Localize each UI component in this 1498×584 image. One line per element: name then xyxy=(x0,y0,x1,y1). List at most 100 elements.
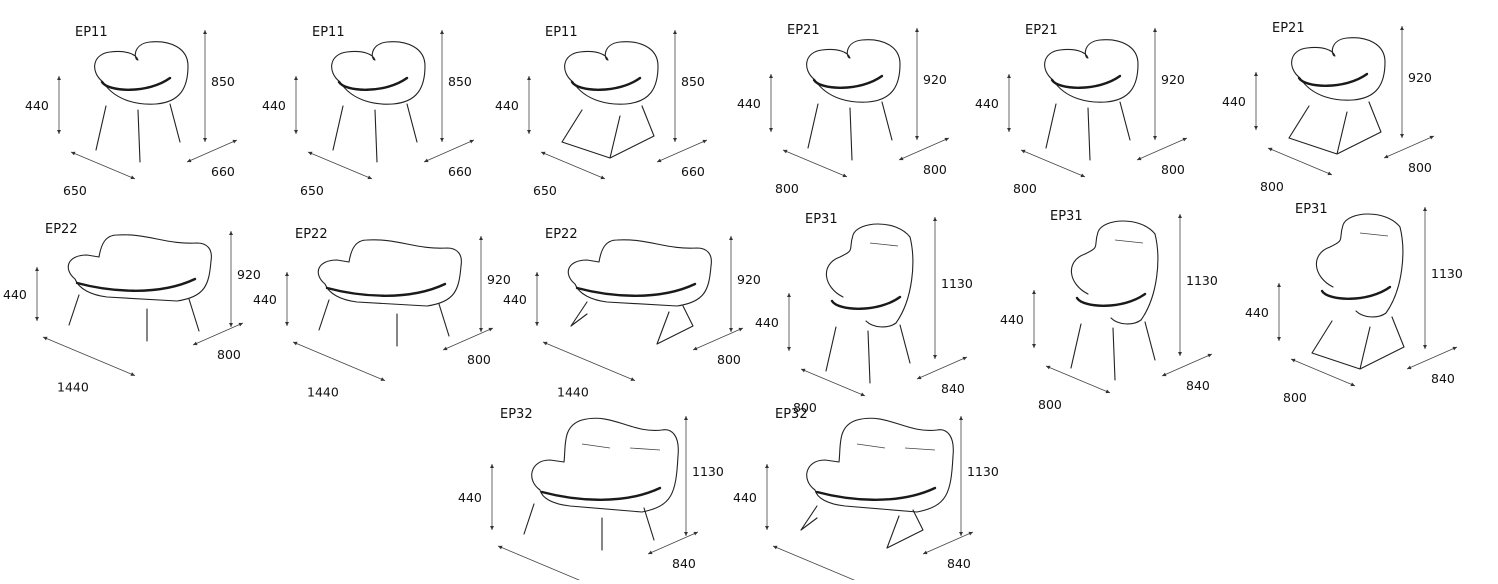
depth-arrow xyxy=(307,151,373,180)
width-arrow xyxy=(1161,353,1213,377)
seat-height-arrow xyxy=(769,74,773,132)
sled-base xyxy=(800,505,924,549)
depth-arrow xyxy=(800,368,866,397)
seat-height-arrow xyxy=(285,272,289,326)
width-arrow xyxy=(423,139,475,163)
seat-height-value: 440 xyxy=(253,292,277,307)
chair-shell xyxy=(564,41,659,105)
depth-arrow xyxy=(1267,147,1333,176)
overall-height-value: 850 xyxy=(448,74,472,89)
seat-cushion xyxy=(325,282,447,297)
depth-value: 800 xyxy=(1260,179,1284,194)
seat-height-value: 440 xyxy=(1222,94,1246,109)
depth-value: 650 xyxy=(63,183,87,198)
product-ep32-legs-12: EP3244011301440840 xyxy=(458,407,724,584)
depth-value: 650 xyxy=(300,183,324,198)
model-label: EP11 xyxy=(312,25,345,40)
leg-base xyxy=(1045,101,1131,161)
width-arrow xyxy=(916,356,968,380)
seat-cushion xyxy=(1320,285,1392,300)
chair-shell xyxy=(1044,39,1139,103)
overall-height-arrow xyxy=(729,236,733,332)
width-value: 800 xyxy=(467,352,491,367)
seat-height-arrow xyxy=(1007,74,1011,132)
width-arrow xyxy=(656,139,708,163)
depth-arrow xyxy=(497,545,590,584)
width-value: 840 xyxy=(1431,371,1455,386)
width-value: 800 xyxy=(923,162,947,177)
leg-base xyxy=(318,299,450,347)
depth-arrow xyxy=(1020,149,1086,178)
seat-height-value: 440 xyxy=(755,315,779,330)
depth-arrow xyxy=(292,341,386,382)
depth-arrow xyxy=(772,545,865,584)
seat-height-value: 440 xyxy=(458,490,482,505)
depth-arrow xyxy=(540,151,606,180)
model-label: EP21 xyxy=(787,23,820,38)
seat-cushion xyxy=(815,486,937,501)
overall-height-value: 850 xyxy=(681,74,705,89)
sofa-shell xyxy=(317,239,462,307)
overall-height-arrow xyxy=(479,236,483,332)
depth-arrow xyxy=(782,149,848,178)
leg-base xyxy=(332,103,418,163)
overall-height-arrow xyxy=(1153,28,1157,140)
seat-cushion xyxy=(1297,72,1369,87)
width-arrow xyxy=(922,531,974,555)
width-value: 840 xyxy=(672,556,696,571)
seat-height-value: 440 xyxy=(975,96,999,111)
sofa-shell xyxy=(567,239,712,307)
width-arrow xyxy=(1406,346,1458,370)
overall-height-arrow xyxy=(959,416,963,536)
overall-height-arrow xyxy=(203,30,207,142)
width-value: 840 xyxy=(1186,378,1210,393)
headrest-seam xyxy=(1359,232,1389,237)
depth-value: 1440 xyxy=(307,385,339,400)
width-value: 660 xyxy=(448,164,472,179)
depth-value: 800 xyxy=(1283,390,1307,405)
seat-cushion xyxy=(812,74,884,89)
width-value: 660 xyxy=(211,164,235,179)
seat-height-arrow xyxy=(1032,290,1036,348)
seat-height-arrow xyxy=(527,76,531,134)
seat-height-value: 440 xyxy=(495,98,519,113)
overall-height-value: 1130 xyxy=(967,464,999,479)
seat-cushion xyxy=(100,76,172,91)
sled-base xyxy=(561,105,655,159)
seat-height-value: 440 xyxy=(503,292,527,307)
model-label: EP31 xyxy=(805,212,838,227)
overall-height-arrow xyxy=(915,28,919,140)
seat-height-arrow xyxy=(535,272,539,326)
width-arrow xyxy=(442,327,494,351)
model-label: EP21 xyxy=(1272,21,1305,36)
width-arrow xyxy=(1136,137,1188,161)
overall-height-value: 1130 xyxy=(1186,273,1218,288)
overall-height-arrow xyxy=(1423,207,1427,349)
seat-cushion xyxy=(75,277,197,292)
seat-height-arrow xyxy=(57,76,61,134)
width-value: 800 xyxy=(1408,160,1432,175)
model-label: EP31 xyxy=(1050,209,1083,224)
overall-height-value: 920 xyxy=(1161,72,1185,87)
seat-cushion xyxy=(830,295,902,310)
seat-cushion xyxy=(575,282,697,297)
chair-shell xyxy=(806,39,901,103)
overall-height-value: 1130 xyxy=(1431,266,1463,281)
leg-base xyxy=(807,101,893,161)
depth-value: 1440 xyxy=(557,385,589,400)
depth-value: 800 xyxy=(1038,397,1062,412)
overall-height-value: 1130 xyxy=(941,276,973,291)
headrest-seam xyxy=(581,443,611,449)
headrest-seam xyxy=(904,447,936,451)
overall-height-value: 920 xyxy=(923,72,947,87)
seat-height-arrow xyxy=(35,267,39,321)
seat-height-arrow xyxy=(294,76,298,134)
model-label: EP11 xyxy=(75,25,108,40)
headrest-seam xyxy=(629,447,661,451)
overall-height-arrow xyxy=(229,231,233,327)
